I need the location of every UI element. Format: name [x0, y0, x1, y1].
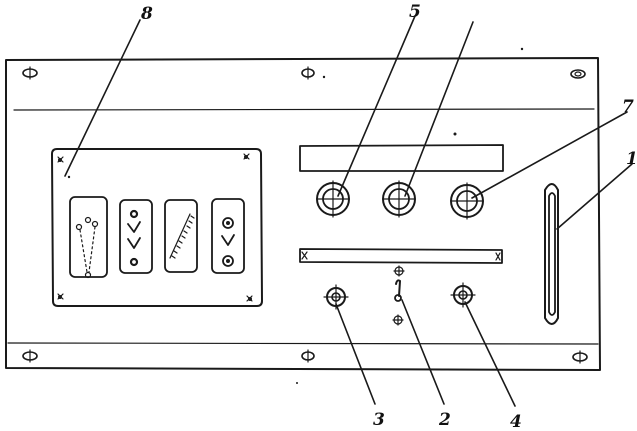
- callout-labels: 8 5 7 1 3 2 4: [140, 2, 637, 431]
- control-knob-left: [316, 180, 350, 218]
- leader-2: [401, 299, 445, 405]
- upper-label-strip: [299, 144, 504, 172]
- indicator-window-1: [69, 196, 108, 279]
- callout-8: 8: [140, 4, 153, 24]
- screw-bottom-left: [22, 349, 38, 363]
- indicator-window-3: [164, 199, 198, 273]
- instrument-subpanel: [51, 148, 263, 307]
- screw-bottom-right: [572, 350, 588, 364]
- vertical-handle: [544, 183, 559, 325]
- callout-5: 5: [409, 2, 421, 22]
- leader-5: [337, 15, 416, 197]
- lower-label-strip: [299, 248, 503, 264]
- connector-right: [450, 282, 476, 308]
- leader-4: [464, 301, 516, 407]
- panel-body: [5, 57, 601, 371]
- callout-3: 3: [373, 410, 385, 430]
- leader-3: [335, 303, 376, 405]
- callout-1: 1: [626, 149, 637, 169]
- screw-top-left: [22, 66, 38, 80]
- leader-6: [404, 21, 474, 197]
- control-knob-middle: [382, 180, 416, 218]
- leader-8: [64, 19, 141, 177]
- callout-7: 7: [622, 97, 634, 117]
- indicator-window-4: [211, 198, 245, 274]
- panel-mounting-screws: [22, 47, 588, 384]
- callout-2: 2: [438, 410, 451, 430]
- leader-1: [556, 163, 633, 230]
- screw-bottom-middle: [301, 349, 315, 363]
- indicator-window-2: [119, 199, 153, 274]
- leader-7: [471, 111, 628, 199]
- control-knob-right: [450, 182, 484, 220]
- leader-lines: [64, 15, 633, 407]
- screw-top-middle: [301, 66, 315, 80]
- screw-top-right: [570, 69, 586, 79]
- toggle-switch: [392, 265, 405, 326]
- callout-4: 4: [510, 412, 522, 431]
